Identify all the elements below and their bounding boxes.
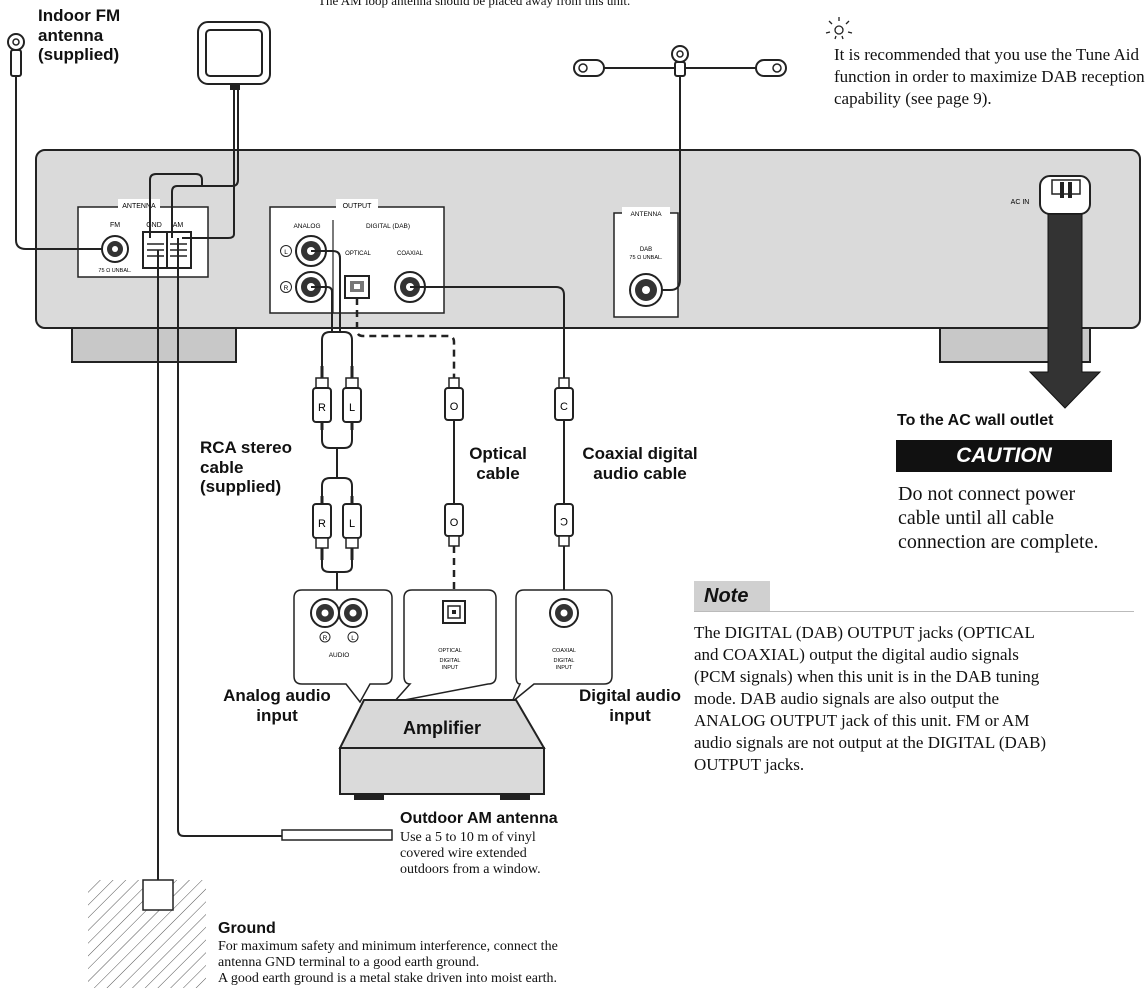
lightbulb-tip-icon [825, 17, 853, 40]
svg-text:ANALOG: ANALOG [293, 223, 320, 230]
ground-wire [88, 173, 206, 988]
amplifier [338, 699, 546, 800]
output-section: OUTPUT ANALOG DIGITAL (DAB) OPTICAL COAX… [269, 199, 445, 314]
antenna-group-label: ANTENNA [122, 203, 156, 210]
svg-text:COAXIAL: COAXIAL [397, 251, 424, 257]
amp-analog-input-callout: R L AUDIO [293, 589, 393, 704]
optical-cable: O O [355, 298, 464, 590]
rca-plug-r-lower: R [312, 496, 332, 560]
svg-text:DIGITAL: DIGITAL [440, 658, 461, 664]
outdoor-am-antenna-label: Outdoor AM antenna [400, 810, 558, 827]
svg-text:O: O [450, 517, 459, 529]
rca-plug-l-lower: L [342, 496, 362, 560]
svg-text:INPUT: INPUT [442, 665, 459, 671]
svg-text:GND: GND [146, 222, 162, 229]
svg-text:75 Ω UNBAL.: 75 Ω UNBAL. [98, 268, 132, 274]
svg-text:AC IN: AC IN [1011, 199, 1030, 206]
svg-text:L: L [349, 518, 355, 530]
svg-text:ANTENNA: ANTENNA [630, 211, 662, 218]
rca-stereo-cable: R L R L [311, 250, 362, 590]
dab-antenna-section: ANTENNA DAB 75 Ω UNBAL. [613, 207, 679, 318]
outdoor-am-wire [177, 238, 393, 841]
tip-text: It is recommended that you use the Tune … [834, 45, 1145, 108]
svg-text:AM: AM [173, 222, 184, 229]
svg-text:75 Ω UNBAL.: 75 Ω UNBAL. [629, 255, 663, 261]
rca-plug-r-upper: R [312, 366, 332, 430]
am-loop-antenna [171, 21, 271, 239]
note-heading: Note [694, 581, 770, 611]
coaxial-cable: C C [410, 286, 574, 590]
amp-coaxial-input-callout: COAXIAL DIGITAL INPUT [511, 589, 613, 703]
ground-text: For maximum safety and minimum interfere… [218, 939, 558, 986]
indoor-fm-antenna [7, 33, 102, 250]
svg-text:OPTICAL: OPTICAL [345, 251, 371, 257]
dab-t-antenna [573, 45, 787, 291]
svg-text:DIGITAL (DAB): DIGITAL (DAB) [366, 223, 410, 230]
ground-label: Ground [218, 920, 276, 937]
svg-text:AUDIO: AUDIO [329, 652, 350, 659]
svg-text:C: C [560, 401, 568, 413]
ac-outlet-label: To the AC wall outlet [897, 412, 1054, 429]
note-divider [694, 611, 1134, 612]
svg-text:O: O [450, 401, 459, 413]
svg-text:R: R [318, 402, 326, 414]
ac-outlet-arrow-icon [1028, 213, 1102, 409]
svg-text:OPTICAL: OPTICAL [438, 648, 462, 654]
svg-text:L: L [284, 249, 288, 256]
svg-text:COAXIAL: COAXIAL [552, 648, 576, 654]
ac-inlet: AC IN [1011, 175, 1102, 409]
svg-text:OUTPUT: OUTPUT [343, 203, 373, 210]
top-note-text: The AM loop antenna should be placed awa… [318, 0, 631, 8]
svg-text:INPUT: INPUT [556, 665, 573, 671]
svg-text:C: C [560, 515, 568, 527]
svg-text:R: R [323, 635, 328, 642]
caution-banner: CAUTION [896, 440, 1112, 472]
amplifier-label: Amplifier [402, 718, 481, 738]
svg-text:DAB: DAB [640, 247, 652, 253]
svg-text:DIGITAL: DIGITAL [554, 658, 575, 664]
svg-text:FM: FM [110, 222, 120, 229]
svg-text:R: R [284, 285, 289, 292]
svg-text:L: L [349, 402, 355, 414]
amp-optical-input-callout: OPTICAL DIGITAL INPUT [391, 589, 497, 704]
ground-stake [142, 879, 174, 911]
svg-text:L: L [351, 635, 355, 642]
rca-plug-l-upper: L [342, 366, 362, 430]
svg-text:R: R [318, 518, 326, 530]
